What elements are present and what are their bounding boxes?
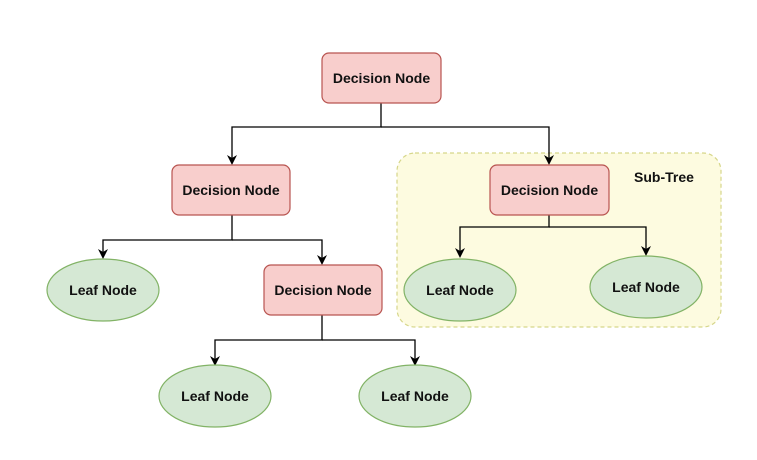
- subtree-label: Sub-Tree: [634, 169, 694, 185]
- decision-node-label: Decision Node: [333, 70, 430, 86]
- edge-right-leaf2: [549, 226, 651, 256]
- decision-node-label: Decision Node: [274, 282, 371, 298]
- leaf-node-label: Leaf Node: [426, 282, 494, 298]
- leaf-node-left[interactable]: Leaf Node: [46, 258, 160, 322]
- edge-left-decision: [232, 239, 327, 265]
- edge-lr-leaf2: [322, 339, 420, 366]
- leaf-node-label: Leaf Node: [69, 282, 137, 298]
- edge-lr-leaf1: [210, 315, 323, 366]
- decision-node-root[interactable]: Decision Node: [321, 52, 442, 104]
- leaf-node-subtree-1[interactable]: Leaf Node: [403, 258, 517, 322]
- edge-root-right: [381, 126, 554, 165]
- decision-node-left-right[interactable]: Decision Node: [263, 264, 383, 316]
- edges: [98, 103, 651, 366]
- edge-right-leaf1: [455, 215, 550, 258]
- decision-node-left[interactable]: Decision Node: [171, 164, 291, 216]
- leaf-node-lr-2[interactable]: Leaf Node: [358, 364, 472, 428]
- leaf-node-lr-1[interactable]: Leaf Node: [158, 364, 272, 428]
- leaf-node-label: Leaf Node: [612, 279, 680, 295]
- leaf-node-label: Leaf Node: [181, 388, 249, 404]
- decision-node-label: Decision Node: [182, 182, 279, 198]
- decision-node-label: Decision Node: [501, 182, 598, 198]
- leaf-node-label: Leaf Node: [381, 388, 449, 404]
- edge-root-left: [227, 103, 382, 165]
- leaf-node-subtree-2[interactable]: Leaf Node: [589, 255, 703, 319]
- edge-left-leaf: [98, 215, 233, 259]
- decision-node-right[interactable]: Decision Node: [489, 164, 610, 216]
